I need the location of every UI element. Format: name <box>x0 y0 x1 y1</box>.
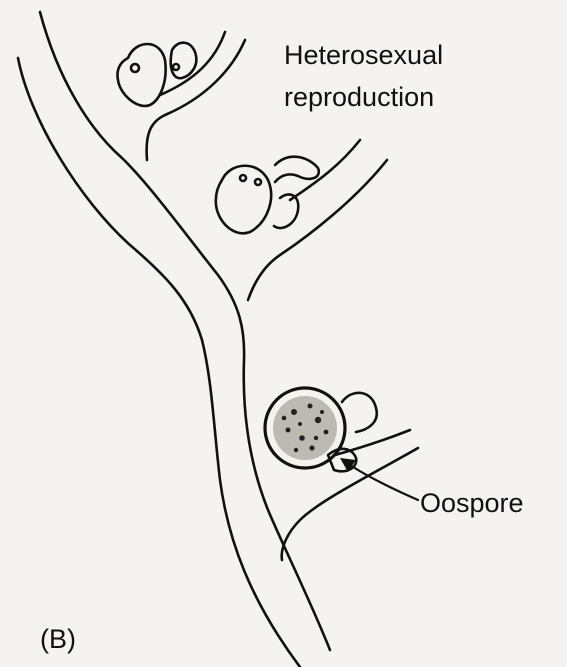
lower-branch-upper-wall <box>335 430 410 455</box>
top-oogonium <box>117 44 165 106</box>
title-line-1: Heterosexual <box>284 40 443 70</box>
oospore-antheridium <box>342 393 377 432</box>
oospore-arrow <box>350 465 418 500</box>
panel-label: (B) <box>40 624 76 654</box>
title-line-2: reproduction <box>284 82 434 112</box>
top-antheridium <box>171 43 197 79</box>
middle-antheridial-cell <box>274 194 298 228</box>
middle-branch-lower-wall <box>290 140 360 200</box>
middle-antheridium <box>275 157 319 182</box>
oospore-label: Oospore <box>420 488 524 518</box>
middle-oogonium-nucleus-left <box>240 175 246 181</box>
middle-oogonium-nucleus-right <box>255 179 261 185</box>
top-oogonium-nucleus <box>131 64 139 72</box>
oospore-contents <box>273 396 337 460</box>
main-hypha-left-wall <box>18 58 300 667</box>
top-antheridium-nucleus <box>173 64 179 70</box>
